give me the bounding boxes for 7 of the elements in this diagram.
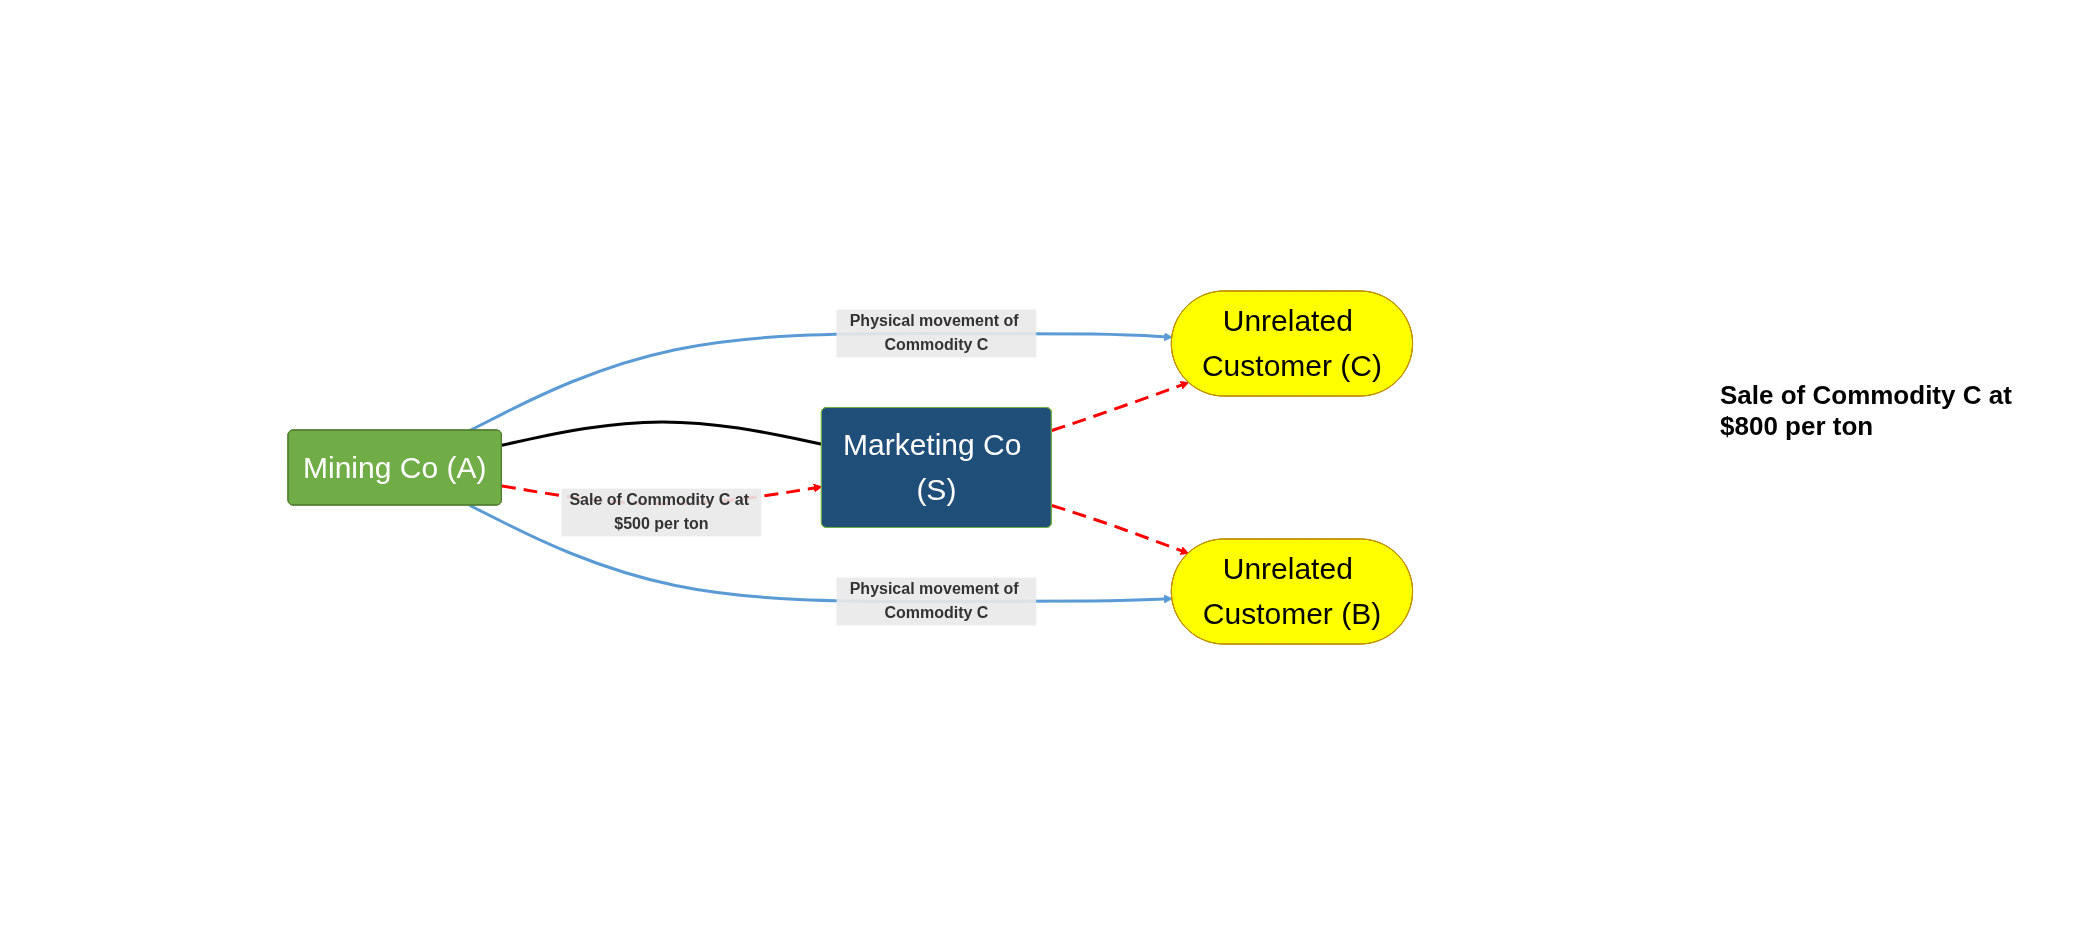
edge-label: Physical movement of Commodity C	[849, 312, 1019, 353]
connector	[501, 419, 822, 447]
note-text: Sale of Commodity C at $800 per ton	[1720, 380, 2013, 442]
edge-label: Sale of Commodity C at $500 per ton	[569, 490, 749, 532]
arrow	[1051, 380, 1189, 432]
arrow	[1051, 503, 1189, 555]
edge-label: Physical movement of Commodity C	[849, 579, 1019, 621]
